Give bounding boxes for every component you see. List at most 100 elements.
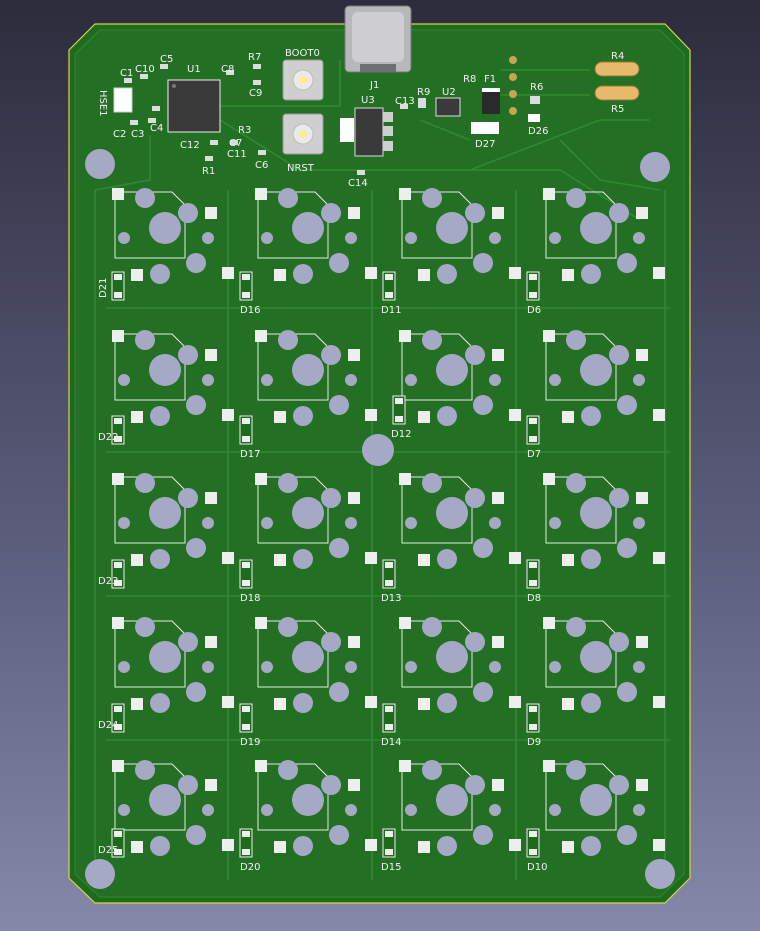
switch-diode: D19 (239, 703, 260, 748)
trace-layer (94, 60, 670, 880)
switch-diode: D20 (239, 828, 260, 873)
diode-label: D16 (240, 305, 260, 316)
key-switch-footprint (255, 330, 377, 426)
label-C13: C13 (395, 96, 415, 107)
key-switch-footprint (399, 330, 521, 426)
diode-label: D23 (98, 576, 118, 587)
mounting-hole (85, 859, 115, 889)
label-R4: R4 (611, 51, 624, 62)
label-C5: C5 (160, 54, 173, 65)
label-D27: D27 (475, 139, 495, 150)
diode-label: D8 (527, 593, 541, 604)
label-R5: R5 (611, 104, 624, 115)
label-C6: C6 (255, 160, 268, 171)
diode-label: D25 (98, 845, 118, 856)
fuse: F1 (482, 74, 500, 114)
boot0-switch: BOOT0 (282, 48, 324, 101)
switch-diode: D11 (381, 271, 401, 316)
switch-diode: D10 (526, 828, 547, 873)
key-switch-footprint (255, 473, 377, 569)
switch-diode: D14 (381, 703, 401, 748)
diode-label: D19 (240, 737, 260, 748)
label-NRST: NRST (287, 163, 315, 174)
diode-label: D10 (527, 862, 547, 873)
mounting-hole (362, 434, 394, 466)
key-switch-footprint (543, 188, 665, 284)
label-J1: J1 (369, 80, 379, 91)
key-switch-footprint (543, 330, 665, 426)
diode-label: D22 (98, 432, 118, 443)
key-switch-footprint (112, 760, 234, 856)
mounting-hole (85, 149, 115, 179)
esd-chip: U2 (435, 87, 461, 117)
status-leds: D26 D27 (471, 114, 548, 150)
switch-diode: D23 (98, 559, 125, 589)
label-C14: C14 (348, 178, 368, 189)
usb-connector: J1 (344, 5, 412, 91)
label-R3: R3 (238, 125, 251, 136)
hse-crystal: HSE1 (97, 87, 133, 117)
key-switch-footprint (543, 473, 665, 569)
label-C1: C1 (120, 68, 133, 79)
label-R9: R9 (417, 87, 430, 98)
mounting-holes (85, 149, 675, 889)
switch-diode: D24 (98, 703, 125, 733)
label-D26: D26 (528, 126, 548, 137)
key-switch-footprint (112, 330, 234, 426)
switch-diode: D15 (381, 828, 401, 873)
diode-label: D7 (527, 449, 541, 460)
switch-diode: D8 (526, 559, 541, 604)
diode-label: D20 (240, 862, 260, 873)
diode-label: D13 (381, 593, 401, 604)
diode-label: D21 (98, 278, 109, 298)
diode-label: D12 (391, 429, 411, 440)
regulator: U3 (340, 95, 393, 157)
label-R1: R1 (202, 166, 215, 177)
label-R6: R7 (248, 52, 261, 63)
label-C10: C10 (135, 64, 155, 75)
switch-diode: D9 (526, 703, 541, 748)
led-resistors: R4 R5 (594, 51, 640, 115)
key-switch-grid (112, 188, 665, 856)
label-C12: C12 (180, 140, 200, 151)
diode-label: D18 (240, 593, 260, 604)
label-HSE: HSE1 (97, 90, 108, 117)
label-C3: C3 (131, 129, 144, 140)
diode-label: D6 (527, 305, 541, 316)
switch-diode: D21 (98, 271, 125, 301)
diode-label: D24 (98, 720, 118, 731)
switch-diode: D7 (526, 415, 541, 460)
key-switch-footprint (112, 617, 234, 713)
key-switch-footprint (543, 617, 665, 713)
diode-label: D11 (381, 305, 401, 316)
nrst-switch: NRST (282, 113, 324, 174)
label-C11: C11 (227, 149, 247, 160)
label-F1: F1 (484, 74, 496, 85)
label-C2: C2 (113, 129, 126, 140)
label-C9: C9 (249, 88, 262, 99)
switch-diode: D13 (381, 559, 401, 604)
key-switch-footprint (399, 760, 521, 856)
key-switch-footprint (543, 760, 665, 856)
key-switch-footprint (399, 188, 521, 284)
label-R7: R6 (530, 82, 543, 93)
diode-label: D17 (240, 449, 260, 460)
switch-diode: D12 (391, 395, 411, 440)
mounting-hole (640, 152, 670, 182)
label-C8: C8 (221, 64, 234, 75)
diode-label: D14 (381, 737, 401, 748)
passive-labels: C1 C10 C5 C2 C3 C4 C8 R7 C9 R3 C12 C7 C1… (113, 52, 543, 189)
label-C7: C7 (229, 138, 242, 149)
label-R8: R8 (463, 74, 476, 85)
mounting-hole (645, 859, 675, 889)
electronics-area: J1 U1 HSE1 BOOT0 NRST (97, 5, 640, 189)
switch-diode: D22 (98, 415, 125, 445)
diode-label: D15 (381, 862, 401, 873)
label-C4: C4 (150, 123, 163, 134)
label-BOOT0: BOOT0 (285, 48, 320, 59)
key-switch-footprint (112, 473, 234, 569)
diode-label: D9 (527, 737, 541, 748)
switch-diode: D16 (239, 271, 260, 316)
